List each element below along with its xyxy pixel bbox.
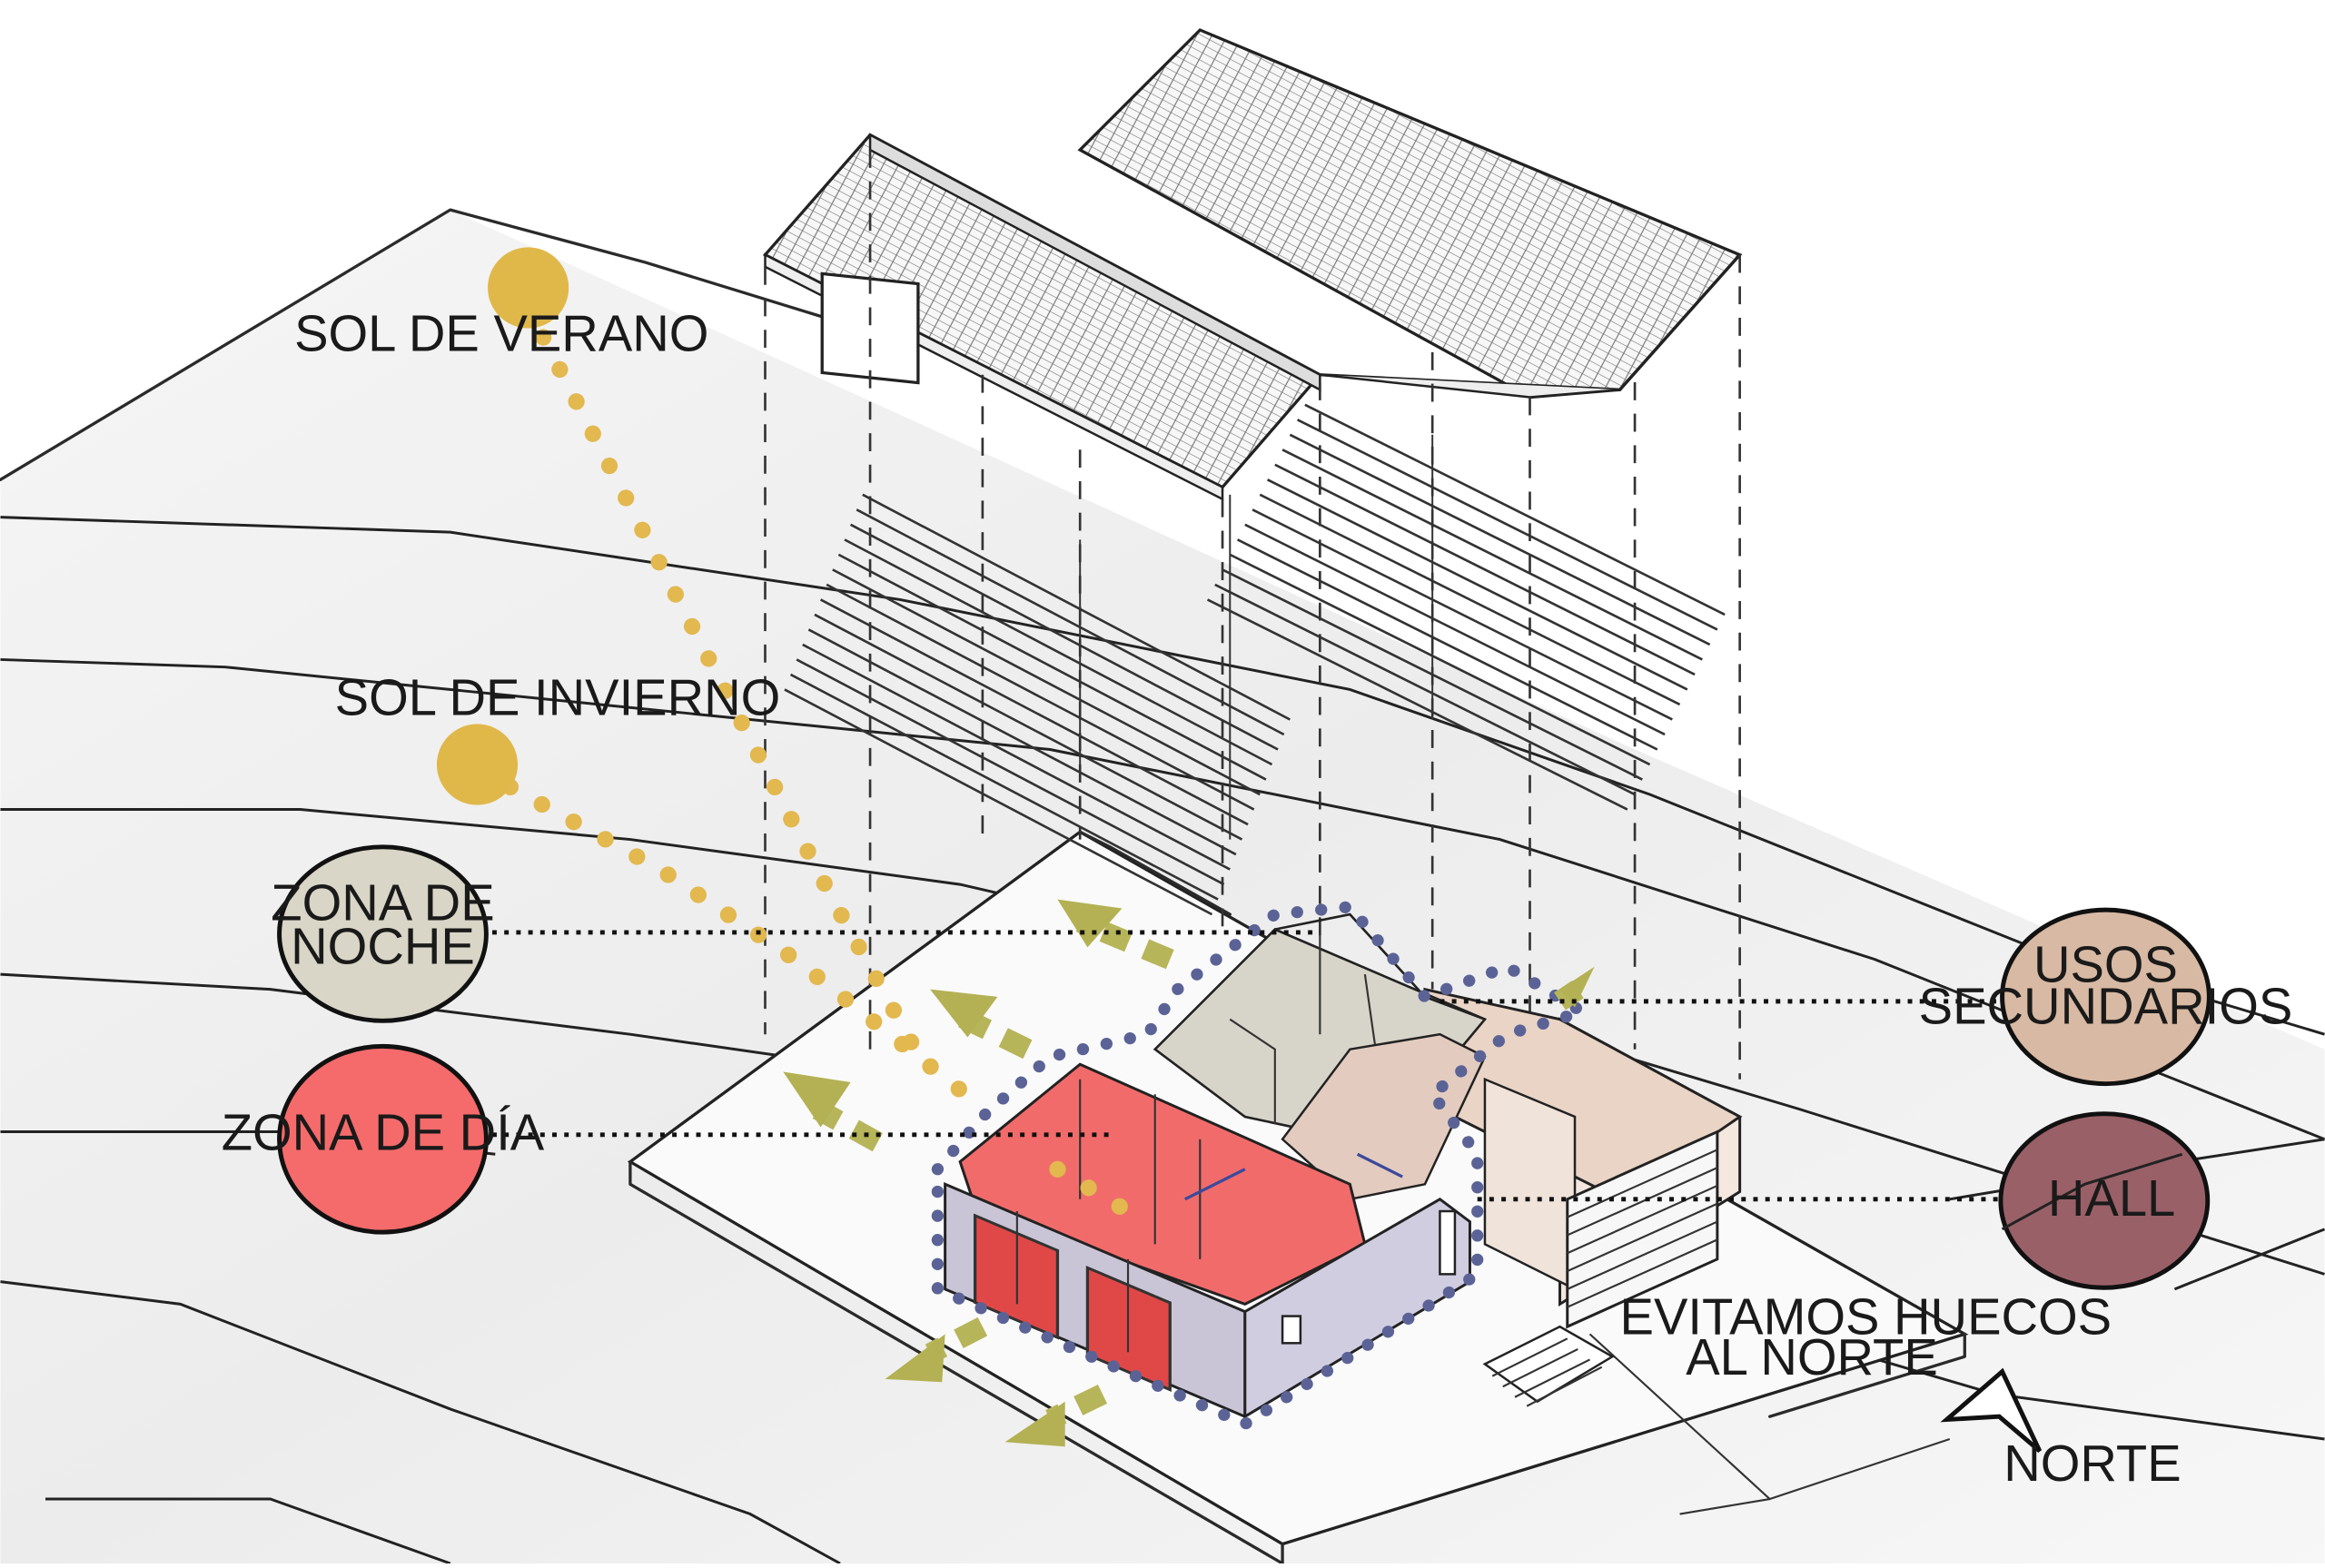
sun-ray-interior [1049,1160,1142,1223]
beam [789,673,1219,901]
north-arrow-icon [1940,1367,2043,1454]
beam [1244,523,1666,736]
zone-dia-label: ZONA DE DÍA [222,1103,545,1160]
winter-sun-ray [501,778,984,1110]
norte-note-line1: EVITAMOS HUECOS [1620,1287,2112,1345]
beam [1296,419,1718,631]
roof [762,28,1743,501]
sun-winter-icon [436,724,519,805]
summer-sun-ray [535,329,924,1058]
beam [1252,508,1673,721]
zone-usos-line2: SECUNDARIOS [1919,978,2293,1035]
beam [1274,463,1696,676]
beam [814,613,1243,841]
zone-noche-line1: ZONA DE [271,874,494,932]
zone-dia: ZONA DE DÍA [222,1043,545,1235]
beam [1229,553,1651,766]
beam [1281,449,1703,661]
label-sol-verano: SOL DE VERANO [294,304,708,361]
beam [837,553,1267,781]
beam [807,628,1237,856]
beam [1289,433,1711,646]
zone-noche: ZONA DE NOCHE [271,844,495,1023]
zone-noche-line2: NOCHE [291,918,475,975]
zone-usos-line1: USOS [2033,935,2178,992]
beam [796,658,1225,886]
ventilation-arrows [783,899,1595,1447]
beam [1266,478,1688,691]
beam [784,688,1213,916]
leader-lines [492,930,2007,1202]
beam [819,598,1249,826]
vent-arrow [1057,899,1174,970]
vent-arrow [930,989,1033,1060]
sun-summer-icon [488,247,569,329]
beam [1206,598,1628,811]
beam [1304,403,1726,616]
beam [862,493,1291,721]
vent-arrow [1004,1385,1108,1447]
beam [849,523,1279,751]
roof-beams [784,403,1726,916]
zone-usos-secundarios: USOS SECUNDARIOS [1919,907,2293,1087]
zone-hall-label: HALL [2048,1169,2175,1227]
zone-hall: HALL [1998,1111,2211,1290]
beam [1259,493,1681,706]
beam [832,568,1261,796]
beam [802,643,1231,871]
beam [1214,583,1636,796]
sun-rays [501,329,1142,1223]
house [931,900,1743,1431]
label-norte: NORTE [2003,1435,2181,1492]
label-sol-invierno: SOL DE INVIERNO [335,669,781,726]
norte-note-line2: AL NORTE [1686,1328,1938,1386]
vent-arrow [885,1317,988,1383]
beam [844,538,1273,766]
beam [856,508,1285,736]
beam [826,583,1255,811]
beam [1236,538,1658,751]
